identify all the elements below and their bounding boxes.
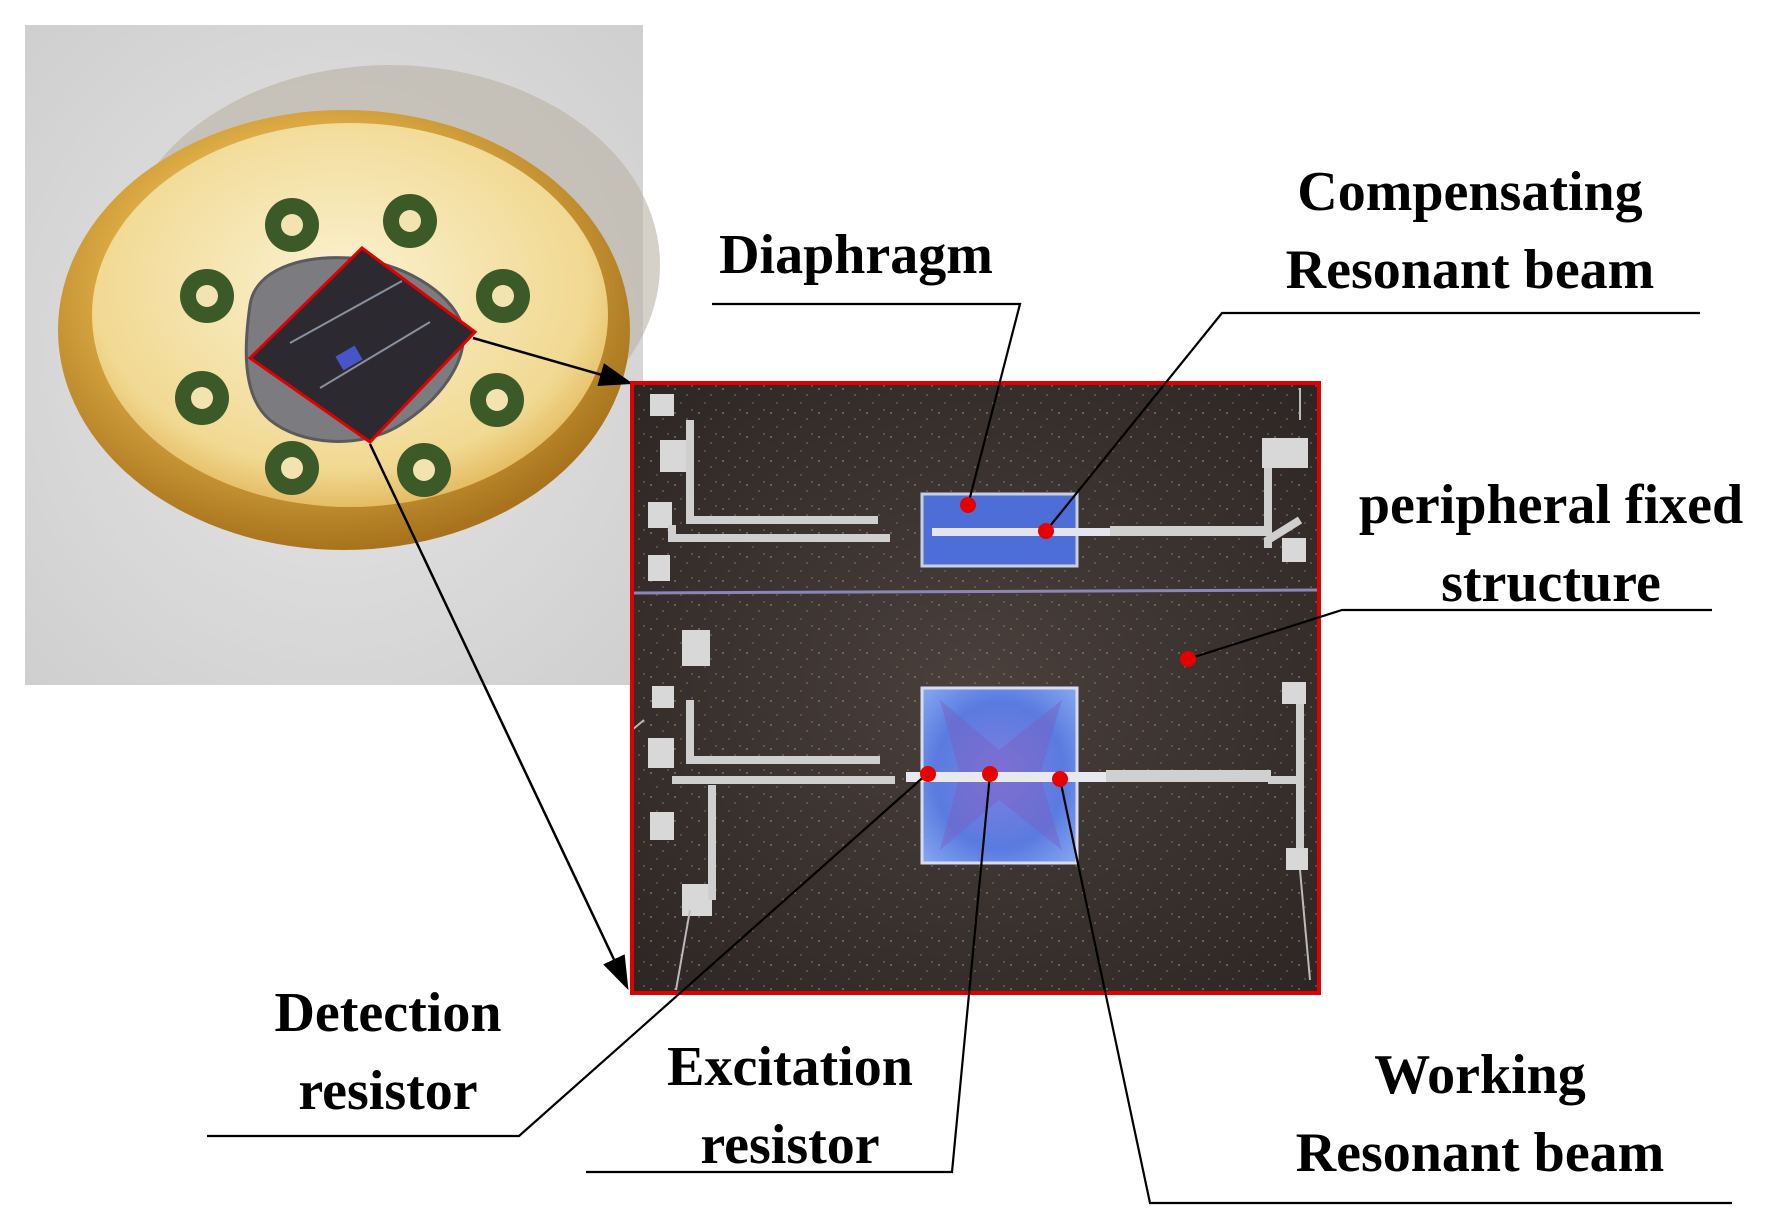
right-pad xyxy=(1262,438,1308,468)
left-pads-top xyxy=(648,394,690,581)
marker-detection xyxy=(920,766,936,782)
pin xyxy=(413,459,435,481)
label-detection-resistor: Detection resistor xyxy=(228,974,548,1130)
pin xyxy=(281,457,303,479)
right-pad xyxy=(1282,682,1306,704)
bond-pad xyxy=(648,555,670,581)
label-line-2: resistor xyxy=(700,1114,880,1176)
markers xyxy=(920,497,1196,787)
leader-excitation xyxy=(586,773,992,1174)
bond-pad xyxy=(648,502,672,528)
bond-pad xyxy=(682,630,710,666)
leader-detection xyxy=(207,772,929,1138)
leader-working xyxy=(1058,778,1732,1205)
beam-extension xyxy=(1110,526,1270,536)
label-diaphragm-text: Diaphragm xyxy=(719,224,993,286)
marker-compensating-beam xyxy=(1038,523,1054,539)
pin xyxy=(399,210,421,232)
bond-pad xyxy=(652,686,674,708)
label-line-1: Compensating xyxy=(1297,161,1643,223)
marker-working-beam xyxy=(1052,771,1068,787)
label-compensating-beam: Compensating Resonant beam xyxy=(1240,153,1700,309)
die-trace xyxy=(289,280,403,344)
right-pad xyxy=(1282,538,1306,562)
die-trace xyxy=(319,321,431,389)
label-working-beam: Working Resonant beam xyxy=(1250,1036,1710,1192)
leader-compensating xyxy=(1045,311,1700,532)
trace xyxy=(686,420,878,524)
leader-peripheral xyxy=(1187,608,1712,661)
pin xyxy=(281,214,303,236)
pin xyxy=(196,285,218,307)
label-line-1: Detection xyxy=(274,982,502,1044)
label-line-1: Working xyxy=(1374,1044,1586,1106)
pin xyxy=(191,387,213,409)
pins xyxy=(175,194,530,497)
zoom-arrow-top xyxy=(472,336,634,387)
pin xyxy=(492,285,514,307)
bond-pad xyxy=(660,440,690,472)
bond-wire xyxy=(1299,869,1311,981)
label-line-2: Resonant beam xyxy=(1295,1122,1665,1184)
bond-pad xyxy=(682,884,712,916)
leader-lines xyxy=(207,302,1732,1205)
label-line-1: Excitation xyxy=(667,1036,913,1098)
label-line-1: peripheral fixed xyxy=(1358,474,1744,536)
leader-diaphragm xyxy=(712,302,1022,506)
bond-pad xyxy=(650,812,674,840)
bond-pad xyxy=(650,394,674,416)
zoom-arrow-bottom xyxy=(368,443,629,991)
die-divider xyxy=(631,588,1320,595)
trace xyxy=(1264,516,1303,548)
trace xyxy=(668,525,890,542)
pin xyxy=(486,389,508,411)
bond-wire xyxy=(675,909,691,991)
package-photo xyxy=(25,25,660,685)
label-excitation-resistor: Excitation resistor xyxy=(620,1028,960,1184)
label-line-2: resistor xyxy=(298,1060,478,1122)
label-line-2: structure xyxy=(1441,552,1661,614)
zoom-frame xyxy=(630,381,1321,995)
marker-diaphragm xyxy=(960,497,976,513)
label-diaphragm: Diaphragm xyxy=(686,216,1026,294)
right-pad xyxy=(1286,848,1308,870)
marker-peripheral xyxy=(1180,651,1196,667)
die-diaphragm xyxy=(335,345,363,371)
compensating-beam xyxy=(932,528,1110,536)
left-pads-bottom xyxy=(648,630,712,916)
working-beam xyxy=(906,772,1106,782)
marker-excitation xyxy=(982,766,998,782)
zoomed-die xyxy=(630,381,1321,995)
die xyxy=(247,246,478,444)
label-peripheral-structure: peripheral fixed structure xyxy=(1320,466,1782,622)
trace xyxy=(686,700,880,764)
beam-extension xyxy=(1106,770,1271,782)
bond-pad xyxy=(648,738,674,768)
label-line-2: Resonant beam xyxy=(1285,239,1655,301)
bottom-traces xyxy=(672,690,1304,900)
